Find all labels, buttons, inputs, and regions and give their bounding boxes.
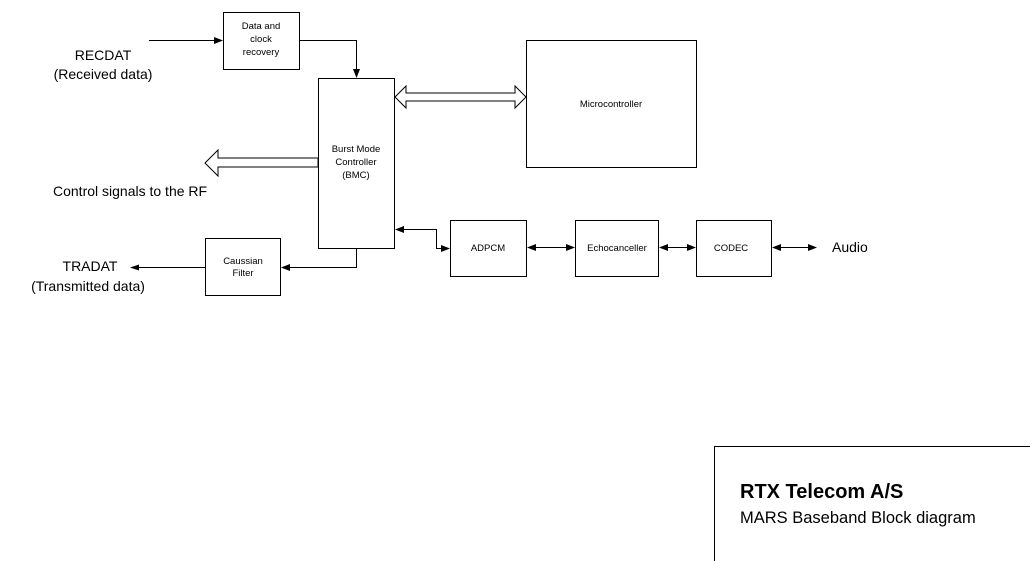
arrowhead-icon xyxy=(687,244,696,251)
arrowhead-icon xyxy=(441,245,450,252)
wire-adpcm-echo xyxy=(527,244,575,251)
block-microcontroller: Microcontroller xyxy=(526,40,697,168)
arrowhead-icon xyxy=(281,264,290,271)
block-burst-mode-controller: Burst Mode Controller (BMC) xyxy=(318,78,395,249)
title-subtitle: MARS Baseband Block diagram xyxy=(740,509,976,527)
arrowhead-icon xyxy=(214,37,223,44)
block-text: (BMC) xyxy=(342,170,369,181)
wire-codec-audio xyxy=(772,244,817,251)
block-text: clock xyxy=(250,34,272,45)
label-recdat-desc: (Received data) xyxy=(54,66,153,82)
label-recdat: RECDAT xyxy=(75,47,132,63)
arrowhead-icon xyxy=(659,244,668,251)
label-control-signals: Control signals to the RF xyxy=(53,183,207,199)
wire-filter-to-tradat xyxy=(130,264,205,271)
block-echocanceller: Echocanceller xyxy=(575,220,659,277)
label-tradat-desc: (Transmitted data) xyxy=(31,278,145,294)
block-text: Burst Mode xyxy=(332,144,381,155)
block-text: Microcontroller xyxy=(580,99,642,110)
arrowhead-icon xyxy=(353,69,360,78)
wire-bmc-to-filter xyxy=(281,249,357,271)
block-text: CODEC xyxy=(714,243,748,254)
label-tradat: TRADAT xyxy=(63,258,118,274)
block-text: recovery xyxy=(243,47,280,58)
block-gaussian-filter: Caussian Filter xyxy=(205,238,281,296)
block-text: Data and xyxy=(242,21,281,32)
title-company: RTX Telecom A/S xyxy=(740,481,903,503)
bus-arrow-bmc-microcontroller xyxy=(394,84,527,110)
arrowhead-icon xyxy=(772,244,781,251)
arrowhead-icon xyxy=(808,244,817,251)
arrowhead-icon xyxy=(527,244,536,251)
block-text: Controller xyxy=(335,157,376,168)
block-text: ADPCM xyxy=(471,243,505,254)
block-text: Echocanceller xyxy=(587,243,647,254)
arrowhead-icon xyxy=(130,264,139,271)
arrowhead-icon xyxy=(566,244,575,251)
block-codec: CODEC xyxy=(696,220,772,277)
block-text: Caussian xyxy=(223,256,263,267)
title-block: RTX Telecom A/S MARS Baseband Block diag… xyxy=(714,446,1030,561)
wire-echo-codec xyxy=(659,244,696,251)
label-audio: Audio xyxy=(832,239,868,255)
block-text: Filter xyxy=(232,268,253,279)
block-data-clock-recovery: Data and clock recovery xyxy=(223,12,300,70)
wire-recovery-to-bmc xyxy=(300,40,360,78)
wire-bmc-adpcm xyxy=(395,226,450,252)
arrowhead-icon xyxy=(395,226,404,233)
bus-arrow-control-signals xyxy=(204,148,319,178)
block-adpcm: ADPCM xyxy=(450,220,527,277)
wire-recdat-to-recovery xyxy=(149,37,223,44)
